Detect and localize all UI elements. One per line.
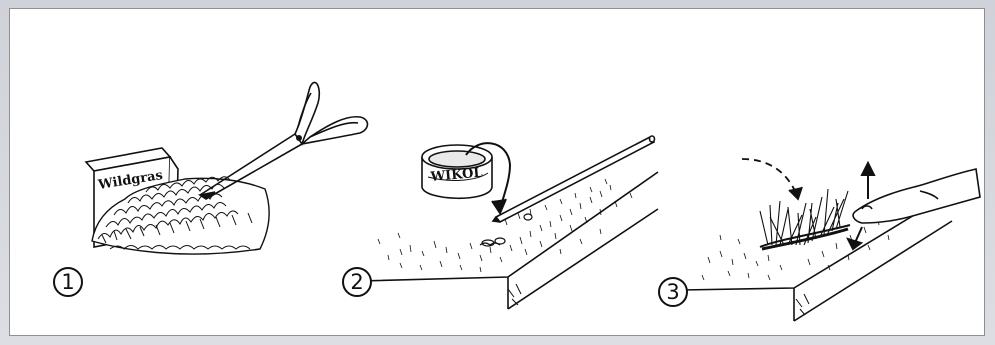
illustration-frame: Wildgras 1	[9, 8, 985, 336]
ground-block	[360, 172, 658, 309]
grass-tuft	[760, 189, 850, 249]
step-number-1: 1	[53, 267, 83, 297]
step-3-drawing	[658, 9, 986, 337]
step-3-panel: 3	[658, 9, 986, 335]
application-stick	[493, 136, 655, 222]
step-number-3: 3	[658, 277, 688, 307]
step-2-drawing: WIKOL	[340, 9, 658, 337]
step-1-panel: Wildgras 1	[10, 9, 340, 335]
step-2-panel: WIKOL 2	[340, 9, 658, 335]
finger	[853, 169, 980, 223]
pointer-arrow-dashed	[742, 159, 802, 199]
step-number-2: 2	[342, 267, 372, 297]
